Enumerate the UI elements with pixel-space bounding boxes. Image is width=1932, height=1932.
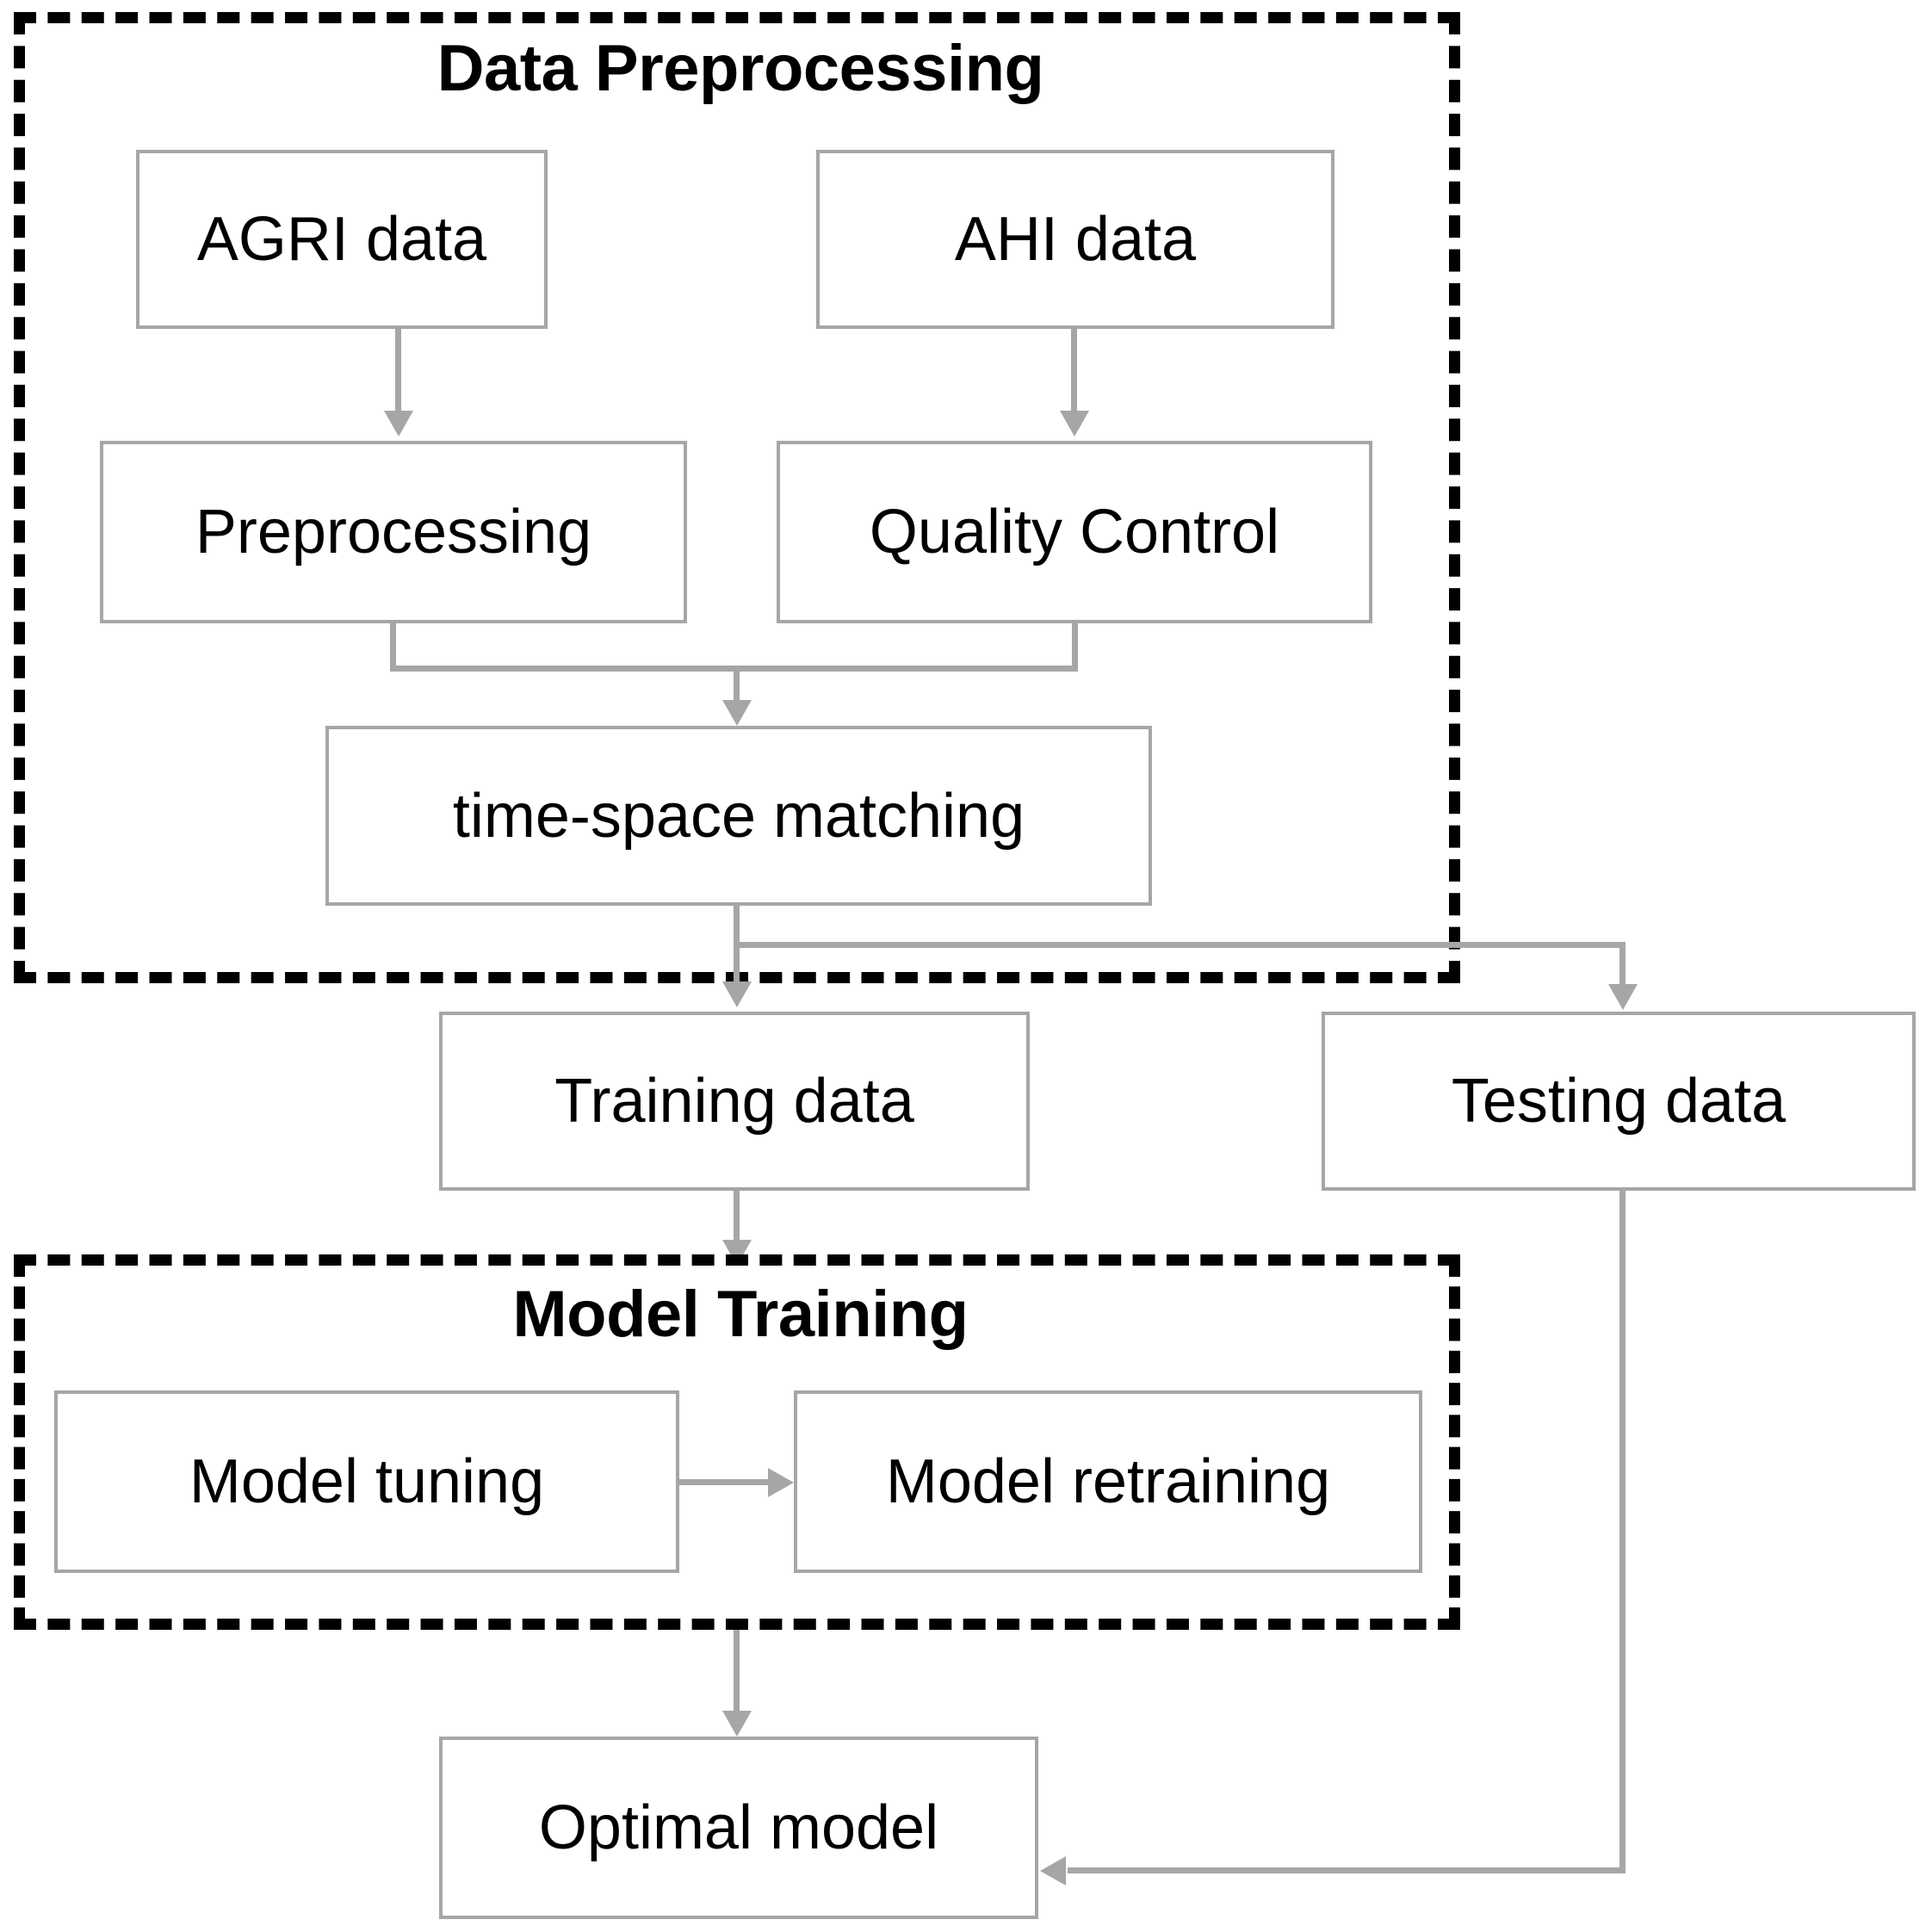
group-model-training [14, 1254, 1460, 1630]
connector-quality-drop [1072, 623, 1078, 672]
node-optimal-model[interactable]: Optimal model [439, 1737, 1038, 1919]
connector-model-to-optimal-line [734, 1630, 740, 1716]
group-data-preprocessing [14, 12, 1460, 983]
group-title-model-training: Model Training [512, 1278, 969, 1351]
node-time-space-matching[interactable]: time-space matching [325, 726, 1152, 906]
connector-testing-to-optimal-drop [1619, 1191, 1625, 1873]
node-preprocessing[interactable]: Preprocessing [100, 441, 687, 623]
node-agri-data[interactable]: AGRI data [136, 150, 548, 329]
node-model-retraining-label: Model retraining [885, 1447, 1331, 1516]
connector-merge-to-matching-arrowhead [722, 700, 752, 726]
connector-ahi-to-quality-arrowhead [1060, 411, 1089, 437]
connector-model-to-optimal-arrowhead [722, 1711, 752, 1737]
node-quality-control[interactable]: Quality Control [777, 441, 1372, 623]
connector-matching-to-testing-bar [734, 942, 1625, 948]
connector-preprocessing-drop [390, 623, 396, 672]
node-agri-data-label: AGRI data [196, 205, 487, 274]
connector-agri-to-preprocessing-arrowhead [384, 411, 413, 437]
connector-ahi-to-quality-line [1071, 329, 1077, 411]
node-model-retraining[interactable]: Model retraining [794, 1390, 1422, 1573]
node-model-tuning-label: Model tuning [189, 1447, 545, 1516]
group-title-data-preprocessing: Data Preprocessing [437, 32, 1044, 105]
connector-matching-to-testing-drop [1619, 942, 1625, 987]
node-training-data[interactable]: Training data [439, 1012, 1030, 1191]
node-model-tuning[interactable]: Model tuning [54, 1390, 679, 1573]
connector-matching-to-training-arrowhead [722, 981, 752, 1007]
node-time-space-matching-label: time-space matching [452, 781, 1025, 851]
connector-matching-to-testing-arrowhead [1608, 984, 1638, 1010]
node-testing-data[interactable]: Testing data [1322, 1012, 1916, 1191]
connector-matching-down-line [734, 906, 740, 1002]
connector-agri-to-preprocessing-line [395, 329, 401, 411]
connector-testing-to-optimal-arrowhead [1040, 1856, 1066, 1886]
node-testing-data-label: Testing data [1451, 1067, 1786, 1136]
connector-training-to-model-line [734, 1191, 740, 1260]
connector-merge-to-matching-line [734, 666, 740, 702]
node-training-data-label: Training data [554, 1067, 914, 1136]
node-ahi-data[interactable]: AHI data [816, 150, 1334, 329]
node-quality-control-label: Quality Control [869, 498, 1280, 567]
connector-tuning-to-retraining-line [679, 1479, 771, 1485]
node-preprocessing-label: Preprocessing [195, 498, 592, 567]
connector-tuning-to-retraining-arrowhead [768, 1468, 794, 1497]
node-ahi-data-label: AHI data [954, 205, 1197, 274]
node-optimal-model-label: Optimal model [538, 1793, 939, 1862]
connector-testing-to-optimal-bar [1068, 1867, 1625, 1873]
